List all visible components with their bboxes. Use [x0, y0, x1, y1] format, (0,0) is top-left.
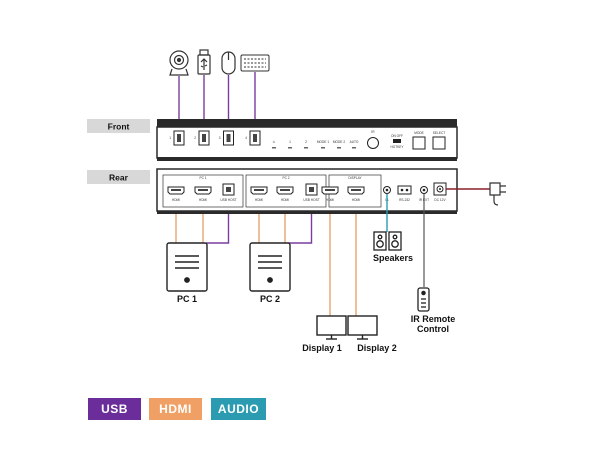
- pc2-tower-icon: [249, 242, 291, 292]
- pc1-tower-icon: [166, 242, 208, 292]
- front-label: Front: [108, 122, 130, 132]
- front-label-bg: [87, 119, 150, 133]
- speakers-icon: [373, 231, 402, 251]
- legend-usb: USB: [88, 398, 141, 420]
- display2-label: Display 2: [357, 343, 397, 353]
- select-label: SELECT: [433, 131, 445, 135]
- display1-monitor-icon: [316, 315, 347, 340]
- keyboard-icon: [240, 54, 270, 72]
- mode-label: MODE: [414, 131, 424, 135]
- rear-panel: PC 1 PC 2 DISPLAY HDMI HDMI USB HOST HDM…: [156, 168, 458, 214]
- pc2-usb-host-label: USB HOST: [303, 198, 319, 202]
- indicator-mode-1: MODE 1: [317, 140, 329, 144]
- pc2-label: PC 2: [260, 294, 280, 304]
- speakers-label: Speakers: [373, 253, 413, 263]
- display-hdmi-1-label: HDMI: [326, 198, 334, 202]
- ir-label: IR: [371, 130, 375, 134]
- ir-remote-label-line2: Control: [417, 324, 449, 334]
- webcam-icon: [169, 50, 189, 76]
- indicator-mode-2: MODE 2: [333, 140, 345, 144]
- pc-hdmi-cables: [175, 214, 286, 243]
- dc-label: DC 12V: [434, 198, 446, 202]
- mode-button[interactable]: [412, 136, 426, 150]
- power-plug-icon: [489, 182, 506, 206]
- front-port-label-4: 4: [245, 136, 247, 140]
- pc1-hdmi-b-label: HDMI: [199, 198, 207, 202]
- ir-receiver: [367, 137, 379, 149]
- pc2-hdmi-a-label: HDMI: [255, 198, 263, 202]
- indicator-1: 1: [289, 140, 291, 144]
- indicator-auto: AUTO: [350, 140, 359, 144]
- pc1-hdmi-a-label: HDMI: [172, 198, 180, 202]
- pc1-usb-host-label: USB HOST: [220, 198, 236, 202]
- legend-audio: AUDIO: [211, 398, 266, 420]
- rear-group-pc2: PC 2: [282, 176, 289, 180]
- front-port-label-1: 1: [169, 136, 171, 140]
- indicator-power: ①: [273, 140, 276, 144]
- indicator-2: 2: [305, 140, 307, 144]
- rear-label-bg: [87, 170, 150, 184]
- pc1-label: PC 1: [177, 294, 197, 304]
- ir-remote-label-line1: IR Remote: [411, 314, 456, 324]
- pc2-hdmi-b-label: HDMI: [281, 198, 289, 202]
- display1-label: Display 1: [302, 343, 342, 353]
- front-panel: 1 2 3 4 ① 1 2 MODE 1 MODE 2 AUTO IR ON O…: [156, 119, 458, 161]
- switch-label: ON OFF: [391, 134, 403, 138]
- ir-remote-icon: [417, 287, 430, 312]
- rear-group-display: DISPLAY: [348, 176, 362, 180]
- front-port-label-3: 3: [219, 136, 221, 140]
- rear-group-pc1: PC 1: [199, 176, 206, 180]
- usb-drive-icon: [197, 49, 211, 75]
- select-button[interactable]: [432, 136, 446, 150]
- pc-usb-cables: [206, 214, 313, 244]
- display2-monitor-icon: [347, 315, 378, 340]
- legend-hdmi: HDMI: [149, 398, 202, 420]
- display-hdmi-cables: [329, 214, 357, 316]
- rear-label: Rear: [109, 173, 129, 183]
- front-port-label-2: 2: [194, 136, 196, 140]
- rs232-terminal[interactable]: [397, 185, 412, 195]
- rs232-label: RS-232: [399, 198, 410, 202]
- display-hdmi-2-label: HDMI: [352, 198, 360, 202]
- mouse-icon: [221, 51, 236, 75]
- switch-sub-label: HOTKEY: [390, 145, 404, 149]
- hotkey-switch[interactable]: [393, 139, 401, 143]
